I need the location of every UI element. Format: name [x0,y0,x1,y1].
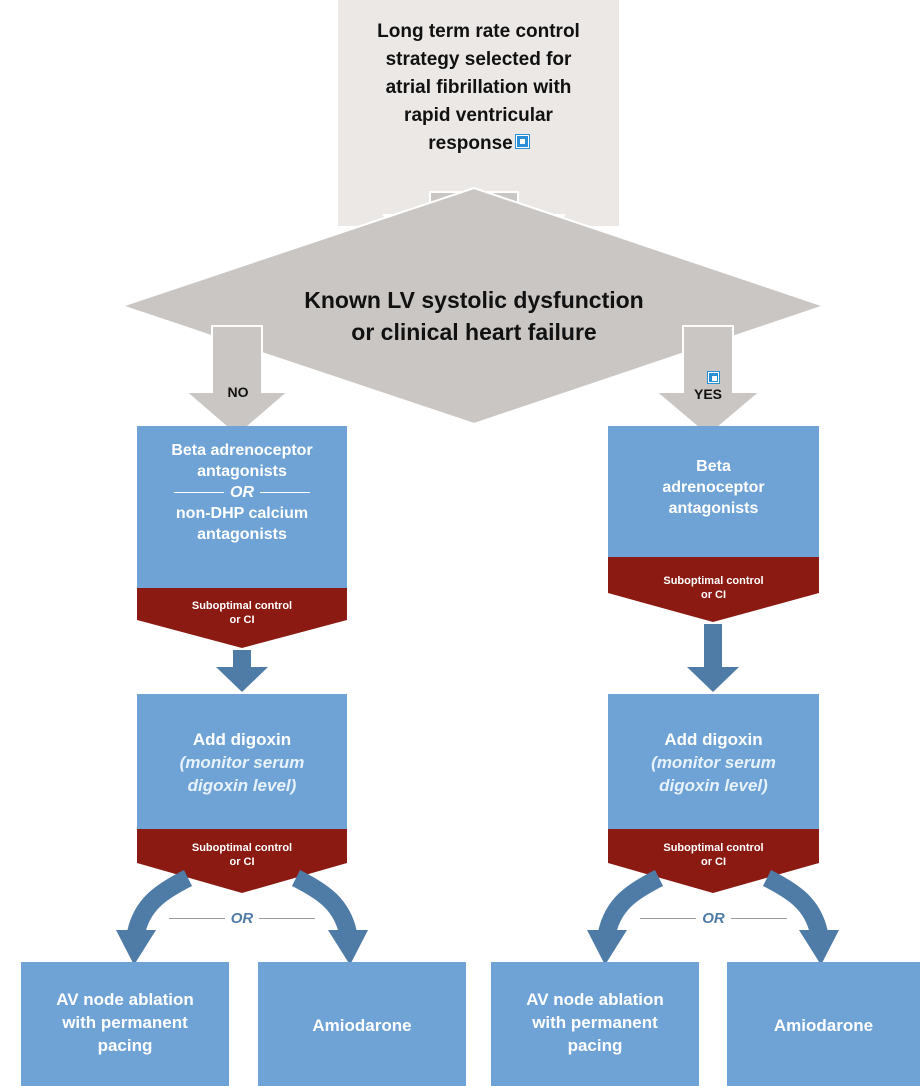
right-second-title: Add digoxin [664,730,763,749]
left-banner-2-line-1: Suboptimal control [191,842,293,854]
right-or-text: OR [702,910,725,927]
right-first-line-1: Beta [696,458,731,475]
right-out-1-text: AV node ablation with permanent pacing [491,988,699,1057]
start-text: Long term rate control strategy selected… [338,18,619,158]
left-first-line-1: Beta adrenoceptor [171,442,313,459]
left-first-text: Beta adrenoceptor antagonists OR non-DHP… [137,440,347,545]
start-line-4: rapid ventricular [404,105,553,126]
start-line-3: atrial fibrillation with [385,77,572,98]
decision-line-1: Known LV systolic dysfunction [304,287,644,313]
right-out-2-line-1: Amiodarone [773,1016,874,1035]
right-first-text: Beta adrenoceptor antagonists [608,456,819,519]
left-second-box [137,694,347,830]
right-banner-1-text: Suboptimal control or CI [608,574,819,602]
left-out-1-text: AV node ablation with permanent pacing [21,988,229,1057]
right-branch-arrow-1 [598,869,664,936]
left-arrow-1 [216,650,268,692]
right-out-1-line-2: with permanent [532,1013,658,1032]
right-out-1-line-1: AV node ablation [526,990,664,1009]
yes-label: YES [684,370,732,402]
left-banner-2-line-2: or CI [229,856,255,868]
left-banner-2-text: Suboptimal control or CI [137,841,347,869]
left-second-sub-2: digoxin level) [187,776,297,795]
right-out-2-text: Amiodarone [727,1014,920,1037]
left-banner-1-line-1: Suboptimal control [191,600,293,612]
right-first-line-3: antagonists [668,500,759,517]
left-second-sub-1: (monitor serum [179,753,305,772]
right-second-box [608,694,819,830]
left-first-line-3: non-DHP calcium [175,505,309,522]
start-line-2: strategy selected for [385,49,572,70]
left-or: OR [137,910,347,927]
yes-label-text: YES [693,386,722,402]
right-first-line-2: adrenoceptor [662,479,765,496]
left-out-2-line-1: Amiodarone [312,1016,412,1035]
right-first-box [608,426,819,558]
right-out-1-box [491,962,699,1086]
info-square-icon[interactable] [514,134,530,150]
right-banner-1-line-1: Suboptimal control [663,575,764,587]
start-box [338,0,619,226]
left-out-1-line-1: AV node ablation [56,990,194,1009]
left-branch-arrow-2 [291,869,357,936]
left-or-text: OR [230,910,254,927]
left-out-1-line-2: with permanent [62,1013,188,1032]
no-label: NO [227,384,249,400]
left-out-1-line-3: pacing [97,1036,153,1055]
right-second-text: Add digoxin (monitor serum digoxin level… [608,728,819,797]
left-banner-1-line-2: or CI [229,614,255,626]
decision-text: Known LV systolic dysfunction or clinica… [222,284,726,348]
right-second-sub-1: (monitor serum [651,753,776,772]
left-banner-2 [137,829,347,893]
left-banner-1 [137,588,347,648]
start-line-5-text: response [428,133,513,154]
left-out-1-box [21,962,229,1086]
start-line-5: response [338,130,619,158]
right-branch-arrowhead-1 [587,930,627,965]
left-branch-arrowhead-1 [116,930,156,965]
left-branch-arrow-1 [127,869,193,936]
left-first-line-2: antagonists [197,463,287,480]
right-or: OR [608,910,819,927]
decision-diamond [118,186,828,426]
right-out-2-box [727,962,920,1086]
right-second-sub-2: digoxin level) [659,776,768,795]
left-first-or: OR [137,482,347,503]
left-second-title: Add digoxin [192,730,292,749]
left-banner-1-text: Suboptimal control or CI [137,599,347,627]
right-branch-arrowhead-2 [799,930,839,965]
right-banner-2-line-1: Suboptimal control [663,842,764,854]
right-banner-2-line-2: or CI [700,856,727,868]
right-out-1-line-3: pacing [567,1036,623,1055]
left-branch-arrowhead-2 [328,930,368,965]
left-out-2-box [258,962,466,1086]
right-banner-2-text: Suboptimal control or CI [608,841,819,869]
right-banner-2 [608,829,819,893]
left-out-2-text: Amiodarone [258,1014,466,1037]
left-second-text: Add digoxin (monitor serum digoxin level… [137,728,347,797]
right-banner-1-line-2: or CI [700,589,727,601]
yes-info-square-icon[interactable] [706,370,720,384]
no-arrow [183,325,291,438]
start-line-1: Long term rate control [377,21,580,42]
right-banner-1 [608,557,819,622]
right-arrow-1 [687,624,739,692]
left-first-box [137,426,347,589]
left-first-or-text: OR [230,484,254,501]
right-branch-arrow-2 [762,869,828,936]
decision-line-2: or clinical heart failure [351,319,597,345]
left-first-line-4: antagonists [197,526,287,543]
